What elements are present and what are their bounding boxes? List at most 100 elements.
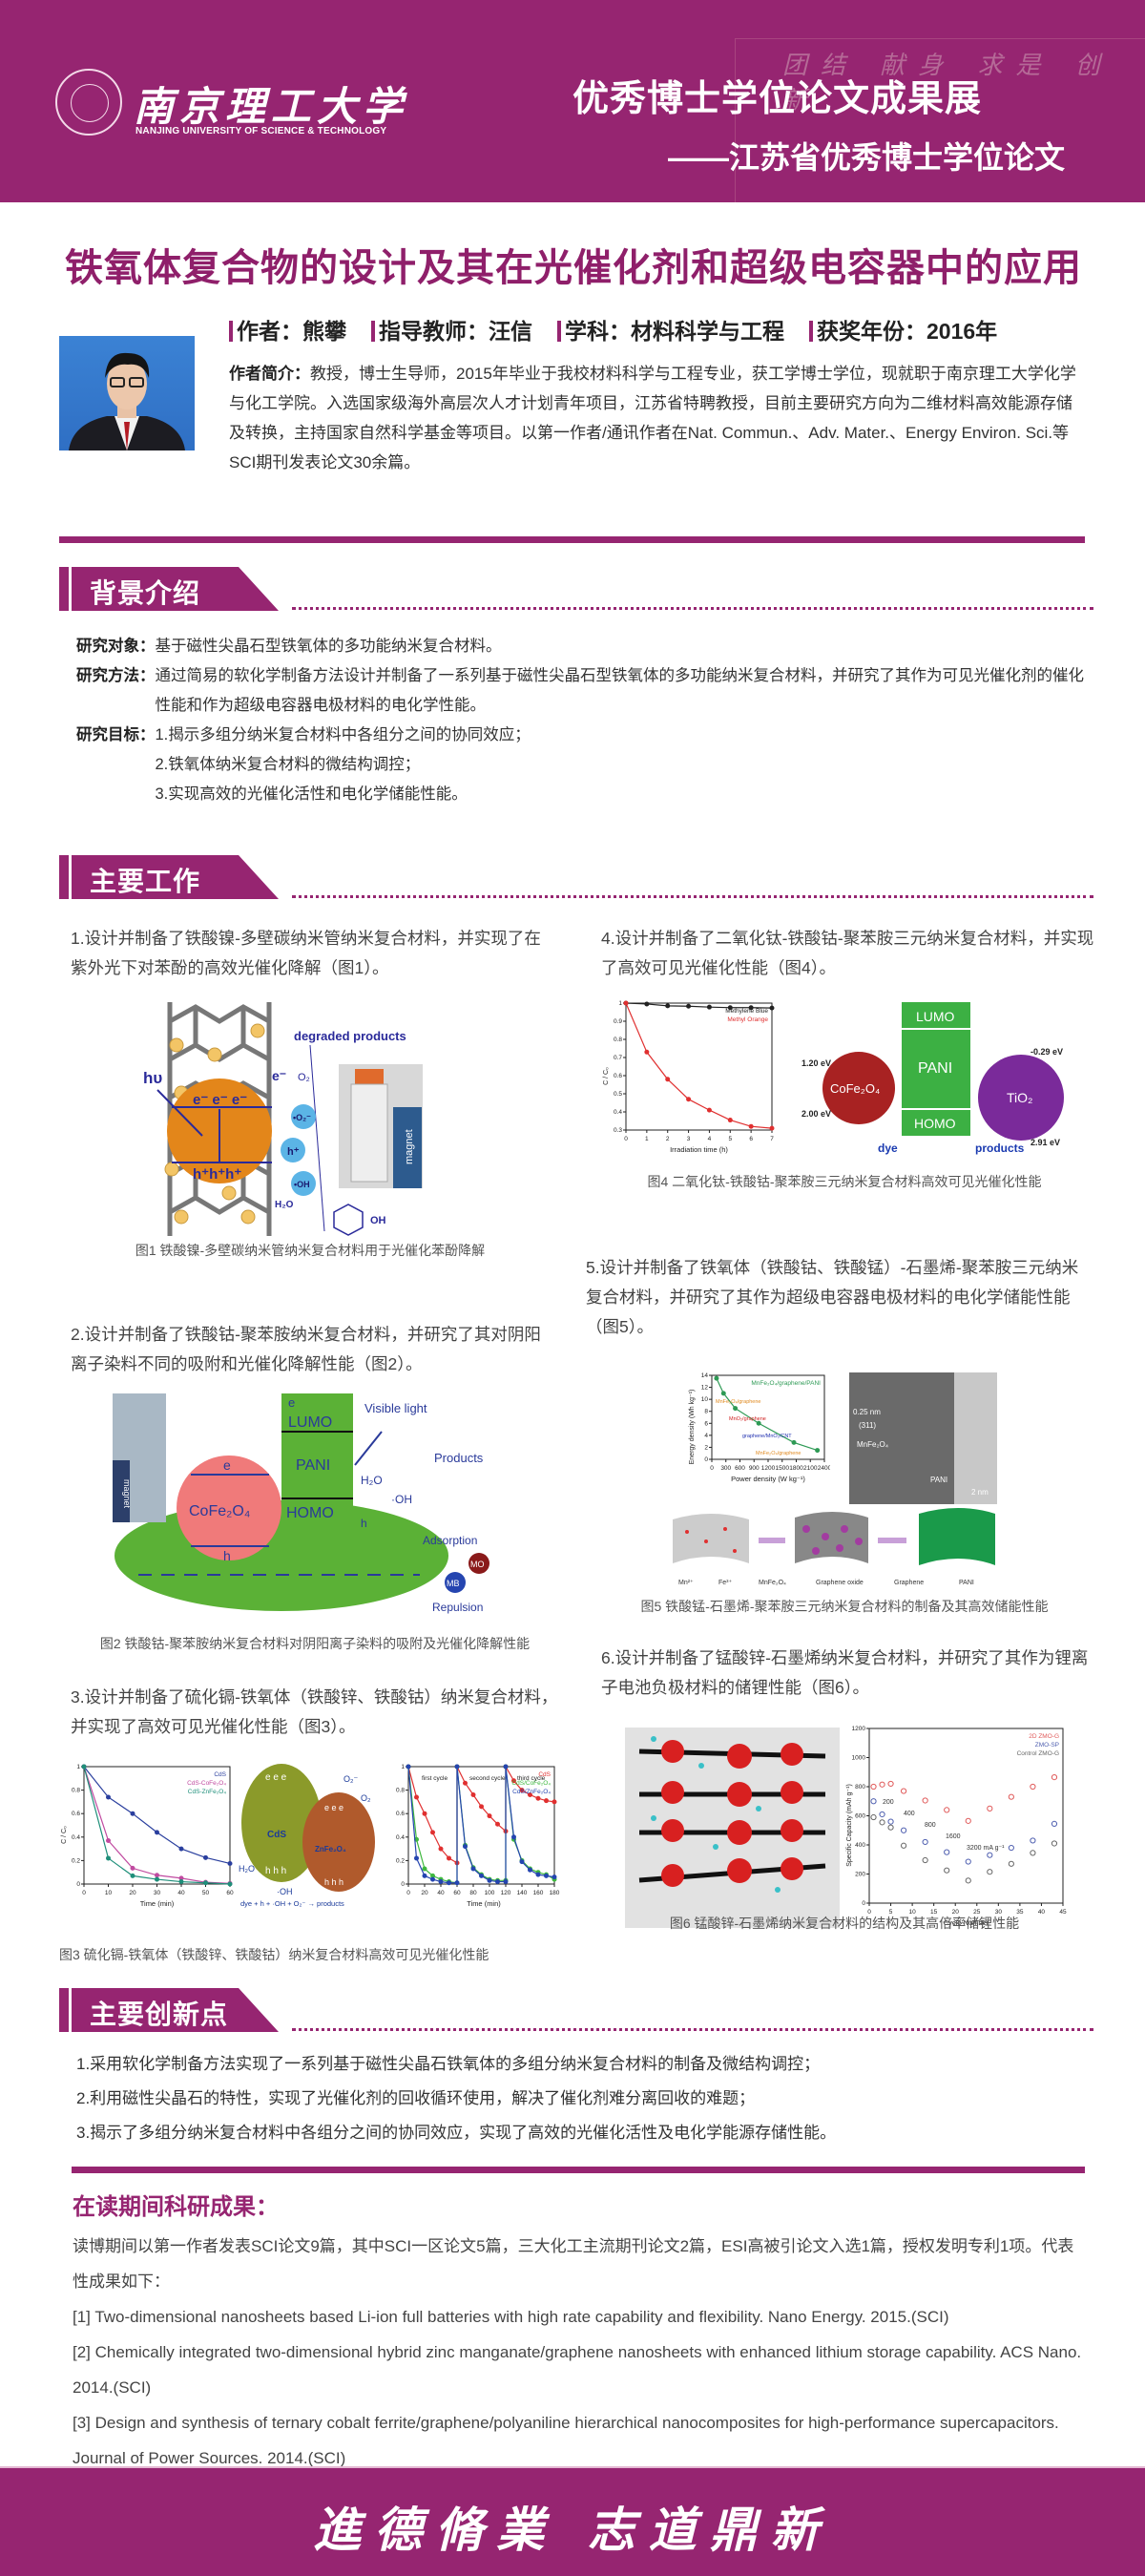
data-point: [870, 1798, 877, 1805]
svg-text:PANI: PANI: [930, 1476, 947, 1484]
y-axis-label: Specific Capacity (mAh g⁻¹): [846, 1784, 853, 1867]
data-point: [106, 1794, 111, 1800]
data-point: [987, 1852, 993, 1858]
background-row-goal: 研究目标：1.揭示多组分纳米复合材料中各组分之间的协同效应；2.铁氧体纳米复合材…: [76, 726, 531, 803]
y-tick-label: 12: [701, 1385, 709, 1392]
data-point: [791, 1439, 797, 1445]
figure-4-caption: 图4 二氧化钛-铁酸钴-聚苯胺三元纳米复合材料高效可见光催化性能: [647, 1174, 1042, 1189]
data-point: [227, 1860, 233, 1866]
reference-label: MnFe₂O₄/graphene: [756, 1451, 802, 1456]
svg-text:Adsorption: Adsorption: [423, 1534, 477, 1547]
header-motto: 团结 献身 求是 创新: [782, 52, 1114, 115]
data-point: [503, 1764, 509, 1770]
svg-text:h⁺: h⁺: [287, 1146, 300, 1158]
data-point: [922, 1797, 928, 1804]
data-point: [686, 1097, 692, 1102]
work-item-6-text: 6.设计并制备了锰酸锌-石墨烯纳米复合材料，并研究了其作为锂离子电池负极材料的储…: [601, 1648, 1089, 1697]
y-tick-label: 0.5: [614, 1091, 622, 1098]
svg-text:H₂O: H₂O: [361, 1474, 383, 1487]
results-heading: 在读期间科研成果：: [73, 2194, 279, 2220]
x-tick-label: 3: [687, 1136, 691, 1142]
svg-text:h: h: [223, 1548, 231, 1563]
data-point: [430, 1876, 435, 1882]
x-tick-label: 1500: [776, 1465, 790, 1472]
data-point: [748, 1005, 754, 1011]
svg-text:magnet: magnet: [122, 1479, 132, 1509]
data-point: [422, 1811, 427, 1816]
data-point: [106, 1837, 111, 1843]
data-point: [922, 1838, 928, 1846]
y-tick-label: 0.6: [396, 1811, 405, 1817]
cycle-label: third cycle: [517, 1775, 546, 1782]
data-point: [430, 1830, 435, 1835]
svg-text:O₂⁻: O₂⁻: [344, 1774, 358, 1784]
x-tick-label: 35: [1016, 1909, 1024, 1916]
data-point: [1008, 1860, 1014, 1867]
data-point: [887, 1818, 894, 1825]
figure-1-nife-cnt-diagram: e⁻ e⁻ e⁻ h⁺h⁺h⁺ hυ degraded products e⁻ …: [143, 1002, 423, 1236]
y-tick-label: 0.8: [614, 1037, 622, 1043]
svg-text:h h h: h h h: [265, 1866, 286, 1876]
legend-entry: Methyl Orange: [727, 1016, 768, 1023]
data-point: [769, 1125, 775, 1131]
svg-text:HOMO: HOMO: [914, 1116, 956, 1131]
x-tick-label: 30: [154, 1890, 161, 1896]
results-content: 读博期间以第一作者发表SCI论文9篇，其中SCI一区论文5篇，三大化工主流期刊论…: [73, 2229, 1084, 2476]
svg-text:Mn²⁺: Mn²⁺: [678, 1580, 694, 1586]
university-name-en: NANJING UNIVERSITY OF SCIENCE & TECHNOLO…: [135, 126, 387, 136]
data-point: [130, 1811, 135, 1816]
data-point: [511, 1834, 516, 1840]
svg-text:ZnFe₂O₄: ZnFe₂O₄: [315, 1845, 346, 1853]
data-point: [470, 1866, 476, 1872]
svg-text:(311): (311): [859, 1421, 876, 1430]
y-tick-label: 0: [862, 1900, 865, 1907]
x-axis-label: Time (min): [467, 1899, 501, 1908]
data-point: [748, 1123, 754, 1129]
x-tick-label: 2: [666, 1136, 670, 1142]
rate-label: 3200 mA g⁻¹: [967, 1845, 1005, 1852]
data-point: [438, 1846, 444, 1852]
author-bio: 作者简介：教授，博士生导师，2015年毕业于我校材料科学与工程专业，获工学博士学…: [229, 359, 1078, 477]
data-point: [714, 1375, 719, 1381]
x-tick-label: 0: [710, 1465, 714, 1472]
data-point: [178, 1879, 184, 1885]
data-point: [130, 1865, 135, 1871]
svg-text:2.91 eV: 2.91 eV: [1030, 1138, 1060, 1147]
x-tick-label: 45: [1059, 1909, 1067, 1916]
x-tick-label: 900: [749, 1465, 760, 1472]
plot-area: [625, 1002, 773, 1131]
svg-text:h: h: [361, 1517, 367, 1530]
svg-text:CdS: CdS: [267, 1830, 286, 1840]
data-point: [870, 1783, 877, 1791]
y-tick-label: 4: [704, 1433, 708, 1439]
footer-banner: 進德脩業 志道鼎新: [0, 2466, 1145, 2576]
x-tick-label: 0: [406, 1890, 410, 1896]
data-point: [644, 1001, 650, 1007]
svg-text:Graphene oxide: Graphene oxide: [816, 1580, 864, 1586]
x-tick-label: 1: [645, 1136, 649, 1142]
innovation-item: 2.利用磁性尖晶石的特性，实现了光催化剂的回收循环使用，解决了催化剂难分离回收的…: [76, 2089, 756, 2107]
header-banner: 团结 献身 求是 创新 南京理工大学 NANJING UNIVERSITY OF…: [0, 0, 1145, 202]
x-axis-label: Power density (W kg⁻¹): [731, 1475, 805, 1483]
data-point: [665, 1077, 671, 1082]
rate-label: 200: [883, 1799, 894, 1806]
data-point: [487, 1877, 492, 1883]
data-point: [155, 1873, 159, 1878]
meta-discipline: 学科：材料科学与工程: [557, 313, 784, 346]
data-point: [815, 1448, 821, 1454]
data-point: [552, 1799, 557, 1805]
legend-entry: ZMO-SP: [1035, 1742, 1059, 1749]
data-point: [870, 1813, 877, 1821]
data-point: [479, 1804, 484, 1810]
svg-text:Repulsion: Repulsion: [432, 1601, 483, 1614]
data-point: [706, 1107, 712, 1113]
background-row-method: 研究方法：通过简易的软化学制备方法设计并制备了一系列基于磁性尖晶石型铁氧体的多功…: [76, 667, 1084, 714]
x-tick-label: 2100: [803, 1465, 818, 1472]
y-tick-label: 0.8: [72, 1788, 80, 1794]
svg-text:Graphene: Graphene: [894, 1580, 924, 1586]
section-header-main-work: 主要工作: [59, 855, 1093, 899]
work-item-1-text: 1.设计并制备了铁酸镍-多壁碳纳米管纳米复合材料，并实现了在紫外光下对苯酚的高效…: [71, 929, 541, 977]
data-point: [887, 1780, 894, 1788]
author-photo: [59, 336, 195, 450]
